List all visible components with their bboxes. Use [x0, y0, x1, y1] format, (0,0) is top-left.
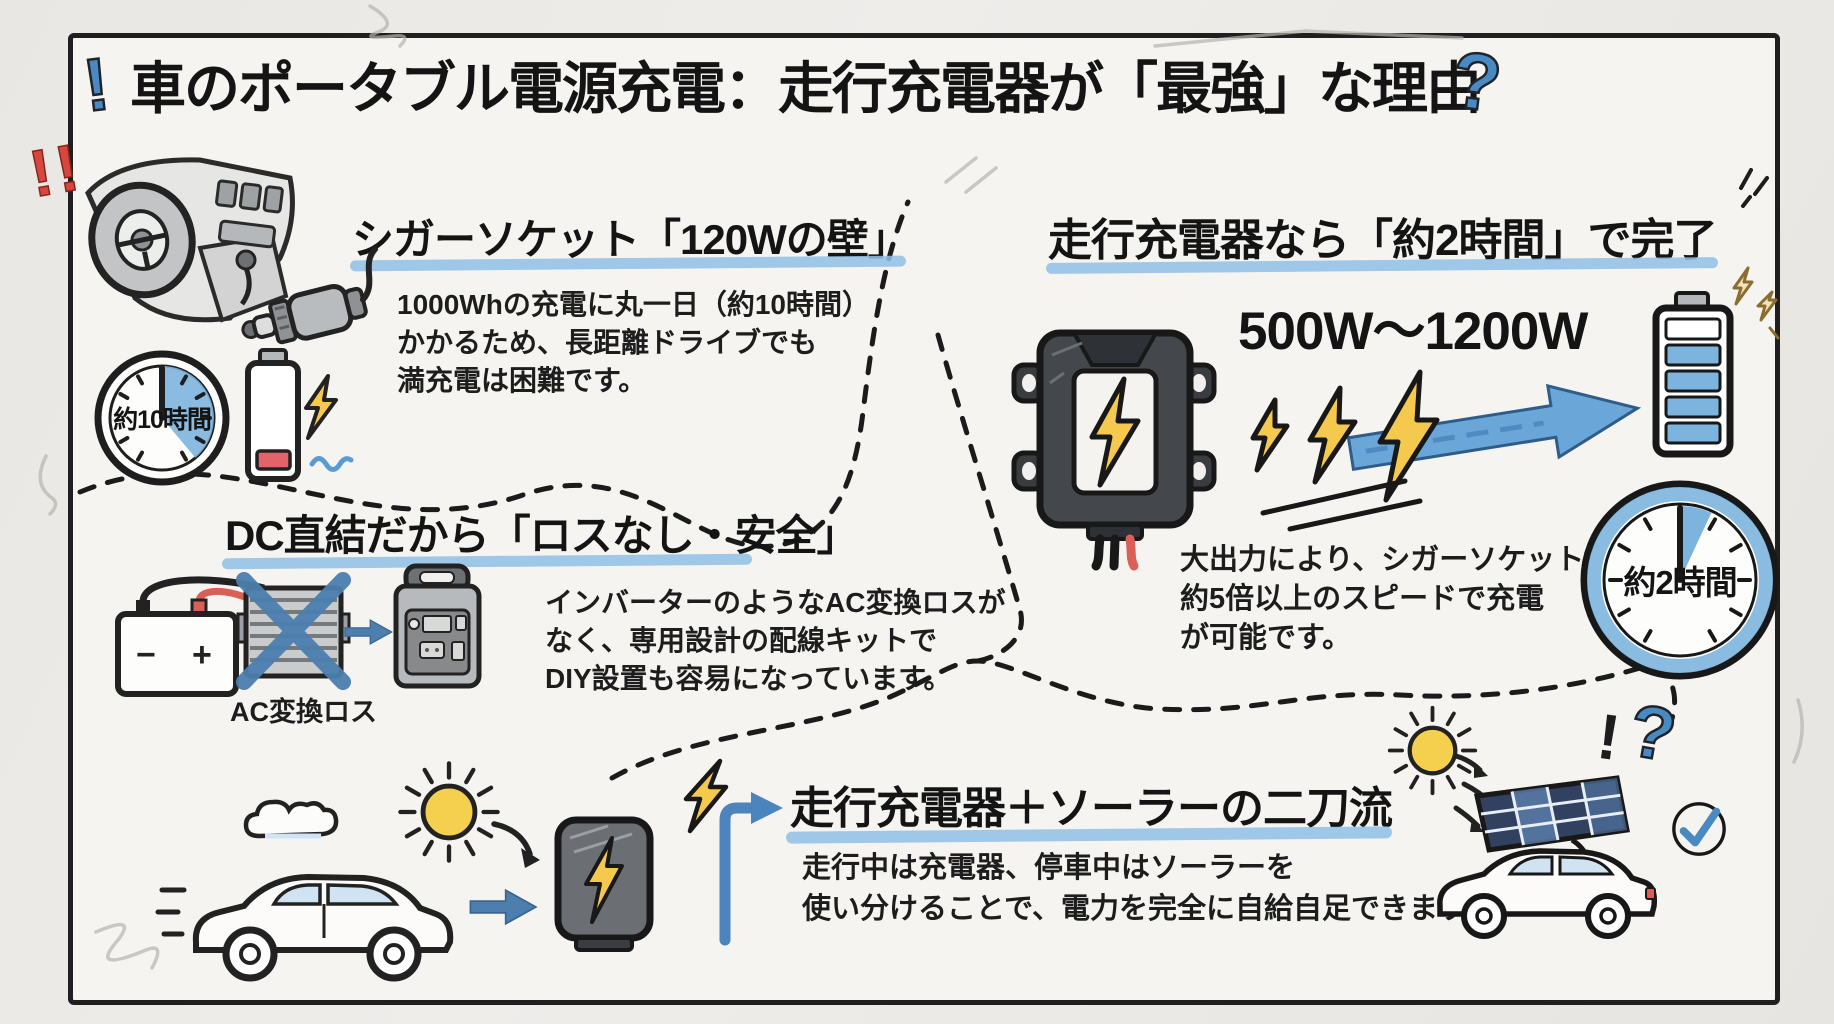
sparkle-marks-icon [1739, 168, 1769, 208]
body-line: なく、専用設計の配線キットで [545, 625, 938, 656]
bent-arrow-icon [719, 792, 783, 946]
body-line: DIY設置も容易になっています。 [545, 663, 952, 694]
body-line: インバーターのようなAC変換ロスが [545, 587, 1006, 618]
solar-heading: 走行充電器＋ソーラーの二刀流 [790, 784, 1393, 833]
body-line: かかるため、長距離ドライブでも [397, 327, 818, 358]
drive-body: 大出力により、シガーソケットの 約5倍以上のスピードで充電 が可能です。 [1180, 541, 1613, 658]
cigarette-plug-icon [241, 246, 379, 345]
pencil-scribble [944, 156, 998, 194]
clock-10h-label: 約10時間 [113, 406, 212, 434]
body-line: 使い分けることで、電力を完全に自給自足できます。 [802, 893, 1494, 925]
pencil-scribble [368, 4, 407, 48]
squiggle-icon [309, 456, 354, 472]
power-station-icon [393, 563, 482, 689]
arrow-right-icon [344, 618, 394, 646]
blue-x-icon [236, 572, 351, 690]
pencil-scribble [1153, 29, 1464, 48]
sun-icon [1387, 705, 1478, 796]
lightning-icon [584, 836, 624, 924]
full-battery-icon [1652, 291, 1734, 458]
dc-charger-icon [1011, 329, 1217, 571]
body-line: 満充電は困難です。 [397, 365, 647, 396]
curved-arrow-icon [491, 821, 540, 868]
power-range-label: 500W〜1200W [1238, 302, 1588, 361]
pencil-scribble [38, 454, 58, 516]
clock-face [1580, 480, 1780, 680]
body-line: 大出力により、シガーソケットの [1180, 544, 1614, 576]
inverter-crossed-icon [236, 572, 351, 690]
lightning-icon [1089, 376, 1141, 488]
clock-2h-icon: 約2時間 [1576, 476, 1784, 684]
car-dashboard-illustration [85, 157, 295, 323]
arrow-right-icon [469, 888, 538, 926]
lightning-icon [683, 758, 729, 834]
body-line: 走行中は充電器、停車中はソーラーを [802, 852, 1296, 884]
dashed-connector-path [935, 332, 1024, 664]
clock-2h-label: 約2時間 [1623, 564, 1737, 601]
dashed-connector-path [77, 199, 911, 549]
clock-10h-icon: 約10時間 [92, 348, 232, 488]
battery-plus-label: + [192, 636, 212, 674]
lightning-icon [304, 374, 338, 440]
pencil-scribble [94, 922, 160, 970]
sun-icon [398, 761, 500, 863]
cigarette-heading: シガーソケット「120Wの壁」 [352, 216, 910, 263]
page-title: 車のポータブル電源充電：走行充電器が「最強」な理由 [130, 57, 1482, 120]
cigarette-body: 1000Whの充電に丸一日（約10時間） かかるため、長距離ドライブでも 満充電… [397, 286, 870, 400]
speed-arrow-icon [1250, 369, 1642, 532]
check-icon [1672, 802, 1726, 856]
ac-loss-label: AC変換ロス [230, 697, 377, 727]
pencil-scribble [1792, 698, 1804, 764]
driving-car-illustration [155, 873, 454, 982]
spark-icons [1732, 266, 1780, 340]
cloud-icon [243, 799, 339, 839]
dashed-connector-path [609, 658, 1677, 781]
clock-face [94, 350, 230, 486]
drive-heading: 走行充電器なら「約2時間」で完了 [1048, 216, 1717, 265]
empty-battery-icon [245, 348, 354, 482]
body-line: 1000Whの充電に丸一日（約10時間） [397, 289, 870, 320]
body-line: 約5倍以上のスピードで充電 [1180, 583, 1545, 615]
body-line: が可能です。 [1180, 622, 1352, 654]
solar-body: 走行中は充電器、停車中はソーラーを 使い分けることで、電力を完全に自給自足できま… [802, 848, 1493, 930]
dc-heading: DC直結だから「ロスなし・安全」 [225, 512, 859, 559]
solar-car-illustration [1437, 775, 1658, 939]
dc-body: インバーターのようなAC変換ロスが なく、専用設計の配線キットで DIY設置も容… [545, 584, 1005, 698]
battery-minus-label: − [136, 636, 156, 674]
powerbank-icon [554, 816, 654, 952]
lightning-bolts-icon [1250, 369, 1440, 503]
